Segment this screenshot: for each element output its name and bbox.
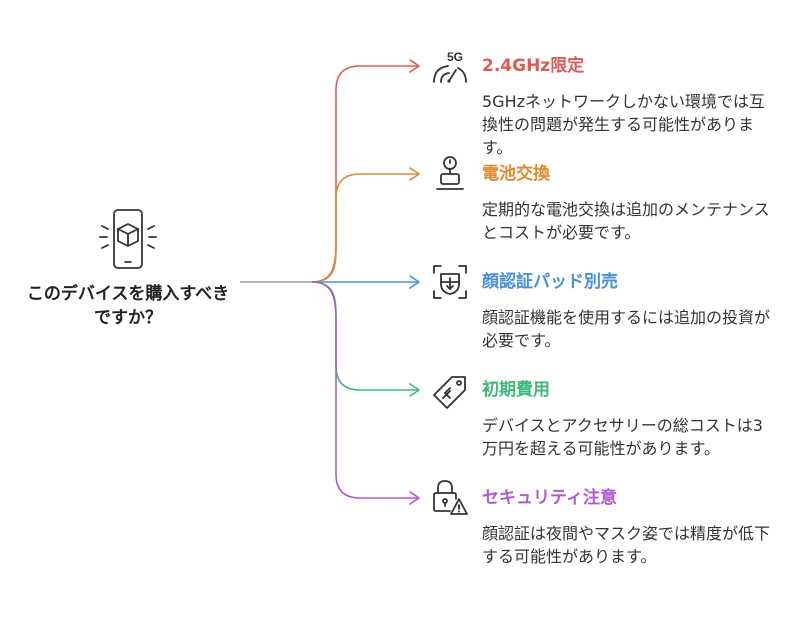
branch-title-initial-cost: 初期費用 xyxy=(482,380,550,400)
branch-desc-2-4ghz: 5GHzネットワークしかない環境では互換性の問題が発生する可能性があります。 xyxy=(482,92,766,157)
face-scan-icon xyxy=(433,265,467,299)
wifi-5g-icon-label: 5G xyxy=(447,50,463,64)
battery-timer-icon xyxy=(436,156,464,190)
connector-initial-cost xyxy=(311,281,418,391)
branch-title-2-4ghz: 2.4GHz限定 xyxy=(482,56,585,76)
lock-warning-icon xyxy=(433,480,468,515)
connector-security xyxy=(311,281,418,499)
arrowhead-security xyxy=(409,491,420,505)
arrowhead-battery xyxy=(409,167,420,181)
price-tag-icon xyxy=(433,376,466,409)
connector-battery xyxy=(311,173,418,283)
branch-title-face-pad: 顔認証パッド別売 xyxy=(482,272,618,292)
branch-desc-battery: 定期的な電池交換は追加のメンテナンスとコストが必要です。 xyxy=(482,200,770,242)
arrowhead-face-pad xyxy=(409,275,420,289)
wifi-5g-icon: 5G xyxy=(433,50,467,83)
root-question: このデバイスを購入すべきですか？ xyxy=(26,284,230,328)
smartphone-box-icon xyxy=(99,209,157,269)
branch-desc-security: 顔認証は夜間やマスク姿では精度が低下する可能性があります。 xyxy=(482,524,771,566)
arrowhead-2-4ghz xyxy=(409,59,420,73)
branch-title-battery: 電池交換 xyxy=(482,164,550,184)
branch-desc-face-pad: 顔認証機能を使用するには追加の投資が必要です。 xyxy=(482,308,771,350)
branch-desc-initial-cost: デバイスとアクセサリーの総コストは3万円を超える可能性があります。 xyxy=(482,416,763,458)
branch-title-security: セキュリティ注意 xyxy=(482,488,617,508)
arrowhead-initial-cost xyxy=(409,383,420,397)
